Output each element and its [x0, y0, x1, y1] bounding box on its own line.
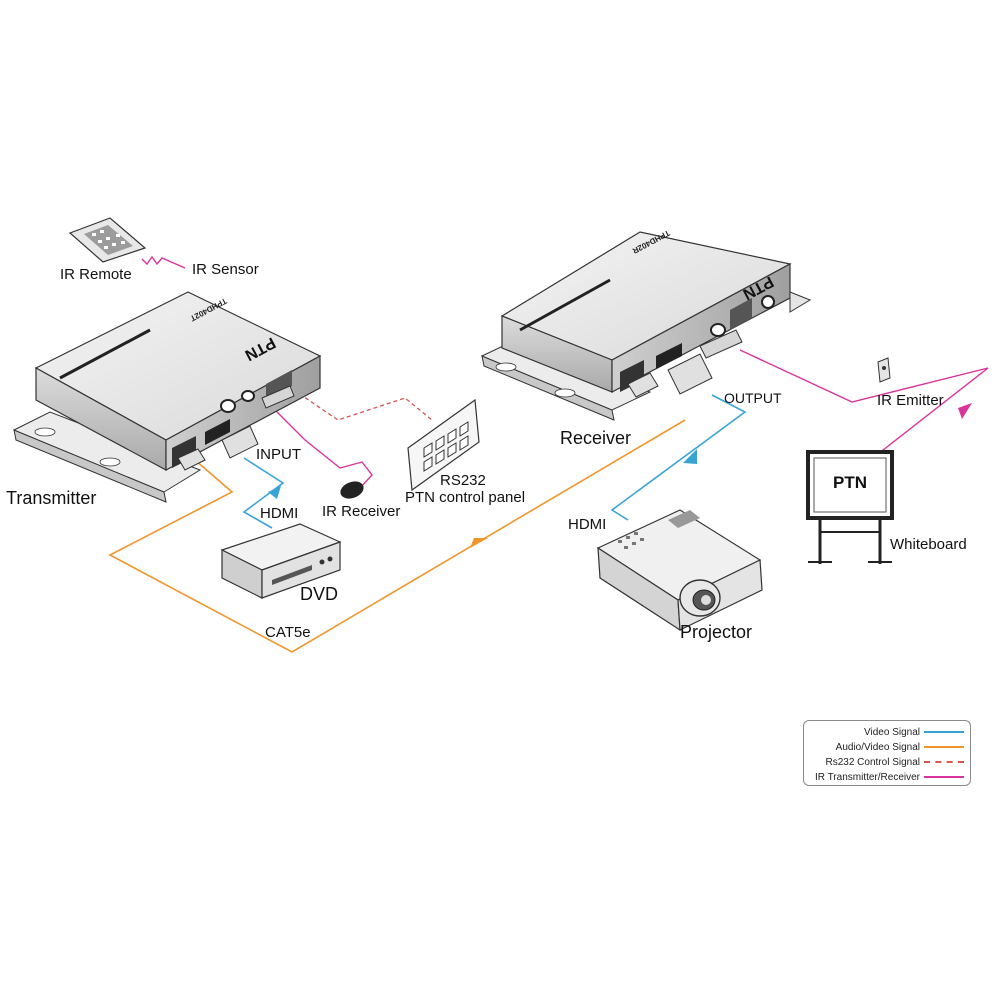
- label-ir-emitter: IR Emitter: [877, 392, 944, 409]
- ir-remote-icon: [68, 217, 147, 263]
- legend-label: Rs232 Control Signal: [825, 756, 921, 768]
- receiver-device: [480, 231, 812, 421]
- whiteboard-icon: [806, 450, 894, 564]
- ir-emitter-icon: [877, 357, 891, 383]
- hdmi-output-arrow: [683, 449, 697, 464]
- label-whiteboard: Whiteboard: [890, 536, 967, 553]
- legend: Video Signal Audio/Video Signal Rs232 Co…: [803, 720, 971, 786]
- label-projector: Projector: [680, 622, 753, 642]
- transmitter-device: [12, 291, 322, 503]
- legend-item-rs232: Rs232 Control Signal: [825, 755, 964, 769]
- ir-receiver-cable: [269, 404, 373, 489]
- hdmi-input-cable: [242, 457, 285, 529]
- ir-remote-signal: [141, 255, 186, 269]
- ir-emitter-cable: [739, 349, 989, 455]
- legend-label: Video Signal: [864, 726, 920, 738]
- legend-item-av: Audio/Video Signal: [836, 740, 964, 754]
- label-cat5e: CAT5e: [265, 624, 311, 641]
- hdmi-input-arrow: [268, 486, 281, 499]
- rs232-cable: [281, 381, 433, 421]
- label-hdmi-output: HDMI: [568, 516, 607, 533]
- dvd-player-icon: [220, 523, 342, 599]
- hdmi-output-cable: [610, 394, 747, 521]
- label-transmitter: Transmitter: [6, 488, 97, 508]
- legend-label: IR Transmitter/Receiver: [814, 771, 920, 783]
- legend-swatch: [924, 776, 964, 778]
- label-hdmi-input: HDMI: [260, 505, 299, 522]
- whiteboard-brand: PTN: [833, 473, 867, 492]
- ir-receiver-icon: [340, 481, 364, 499]
- label-ir-sensor: IR Sensor: [192, 261, 259, 278]
- legend-item-ir: IR Transmitter/Receiver: [815, 770, 964, 784]
- legend-swatch: [924, 746, 964, 748]
- label-ptn-control-panel: PTN control panel: [405, 489, 526, 506]
- label-output: OUTPUT: [724, 390, 782, 406]
- cat5e-cable: [108, 419, 686, 653]
- label-ir-remote: IR Remote: [60, 266, 132, 283]
- cat5e-arrow: [470, 538, 488, 548]
- control-panel-icon: [407, 398, 480, 492]
- ir-emitter-arrow: [958, 403, 972, 419]
- label-dvd: DVD: [300, 584, 339, 604]
- legend-swatch: [924, 761, 964, 763]
- label-receiver: Receiver: [560, 428, 632, 448]
- legend-item-video: Video Signal: [864, 725, 964, 739]
- label-ir-receiver: IR Receiver: [322, 503, 401, 520]
- label-input: INPUT: [256, 446, 301, 463]
- legend-label: Audio/Video Signal: [835, 741, 920, 753]
- label-rs232: RS232: [440, 472, 486, 489]
- projector-icon: [596, 509, 763, 632]
- legend-swatch: [924, 731, 964, 733]
